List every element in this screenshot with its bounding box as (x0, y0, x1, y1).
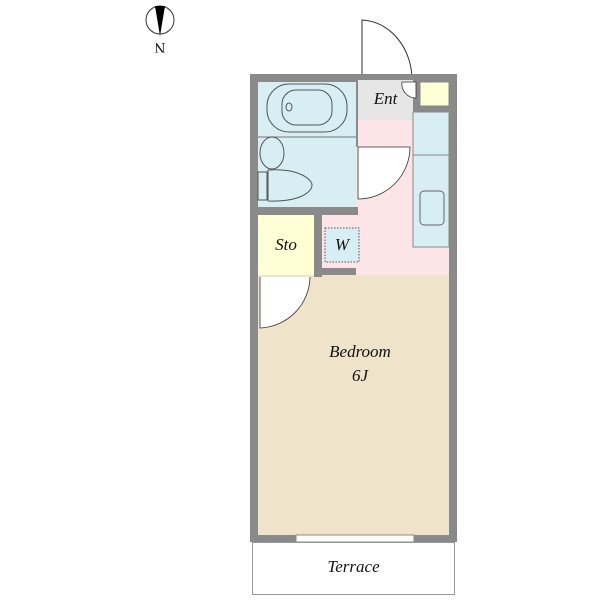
shoe-box (419, 81, 450, 107)
terrace-window (295, 534, 415, 543)
storage-door (259, 276, 311, 329)
entry-door (361, 19, 413, 81)
washer-label: W (334, 235, 350, 254)
terrace-label: Terrace (327, 557, 380, 576)
kitchen-counter (412, 111, 450, 248)
compass-icon (145, 5, 175, 36)
bathroom (258, 82, 356, 207)
bath-door (357, 146, 411, 200)
bedroom-size: 6J (351, 366, 369, 385)
bedroom (258, 275, 449, 535)
storage-label: Sto (275, 235, 297, 254)
entrance-label: Ent (373, 89, 398, 108)
washbasin-icon (259, 136, 285, 170)
bathtub-icon (266, 83, 348, 133)
toilet-icon (267, 169, 313, 202)
storage (258, 215, 314, 275)
bedroom-label: Bedroom (329, 342, 391, 361)
compass-label: N (154, 39, 166, 55)
terrace (252, 542, 455, 595)
sink-icon (419, 190, 445, 226)
washer-space (324, 227, 360, 263)
